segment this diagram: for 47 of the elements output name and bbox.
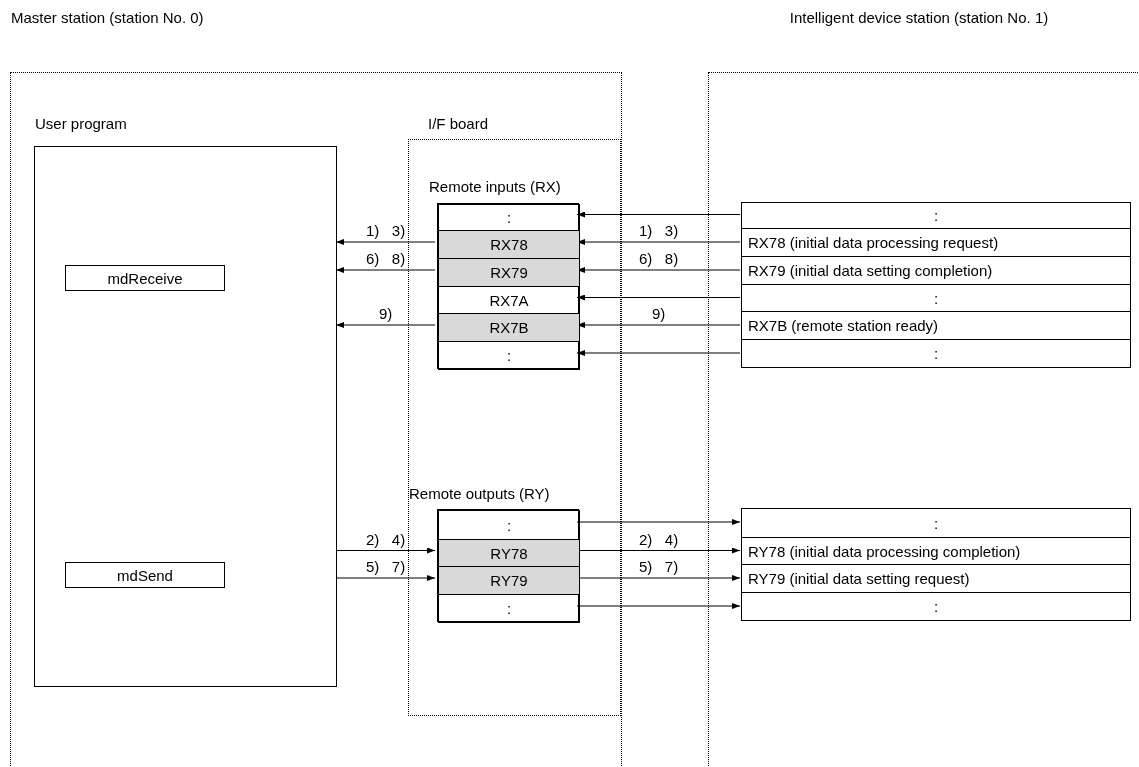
edge-label: 5) 7) (364, 559, 408, 575)
register-cell: RY78 (438, 540, 580, 567)
arrow (335, 322, 436, 328)
arrow (576, 211, 741, 218)
signal-row: RY79 (initial data setting request) (741, 565, 1131, 593)
arrow (576, 603, 741, 609)
arrow (335, 267, 436, 273)
register-cell: : (438, 342, 580, 370)
function-box: mdSend (65, 562, 225, 588)
section-heading: User program (35, 115, 127, 132)
edge-label: 6) 8) (364, 251, 408, 267)
register-cell: : (438, 595, 580, 623)
edge-label: 5) 7) (637, 559, 681, 575)
signal-row: : (741, 593, 1131, 621)
signal-row: RX78 (initial data processing request) (741, 229, 1131, 257)
register-cell: : (438, 510, 580, 540)
register-cell: RX78 (438, 231, 580, 259)
signal-row: : (741, 508, 1131, 538)
section-heading: Remote outputs (RY) (409, 485, 550, 502)
edge-label: 9) (377, 306, 395, 322)
edge-label: 1) 3) (637, 223, 681, 239)
station-heading: Master station (station No. 0) (11, 9, 204, 26)
arrow (335, 547, 436, 554)
edge-label: 1) 3) (364, 223, 408, 239)
arrow (576, 294, 741, 301)
signal-row: : (741, 202, 1131, 229)
register-cell: RY79 (438, 567, 580, 595)
edge-label: 9) (650, 306, 668, 322)
section-heading: Remote inputs (RX) (429, 178, 561, 195)
signal-row: RX7B (remote station ready) (741, 312, 1131, 340)
register-cell: RX7B (438, 314, 580, 342)
signal-row: RY78 (initial data processing completion) (741, 538, 1131, 565)
arrow (335, 239, 436, 245)
edge-label: 6) 8) (637, 251, 681, 267)
signal-row: RX79 (initial data setting completion) (741, 257, 1131, 285)
function-box: mdReceive (65, 265, 225, 291)
arrow (576, 519, 741, 525)
register-cell: : (438, 204, 580, 231)
signal-row: : (741, 340, 1131, 368)
register-cell: RX79 (438, 259, 580, 287)
edge-label: 2) 4) (637, 531, 681, 548)
edge-label: 2) 4) (364, 531, 408, 548)
section-heading: I/F board (428, 115, 489, 132)
arrow (576, 350, 741, 356)
station-heading: Intelligent device station (station No. 1) (788, 9, 1050, 26)
arrow (335, 575, 436, 581)
signal-row: : (741, 285, 1131, 312)
